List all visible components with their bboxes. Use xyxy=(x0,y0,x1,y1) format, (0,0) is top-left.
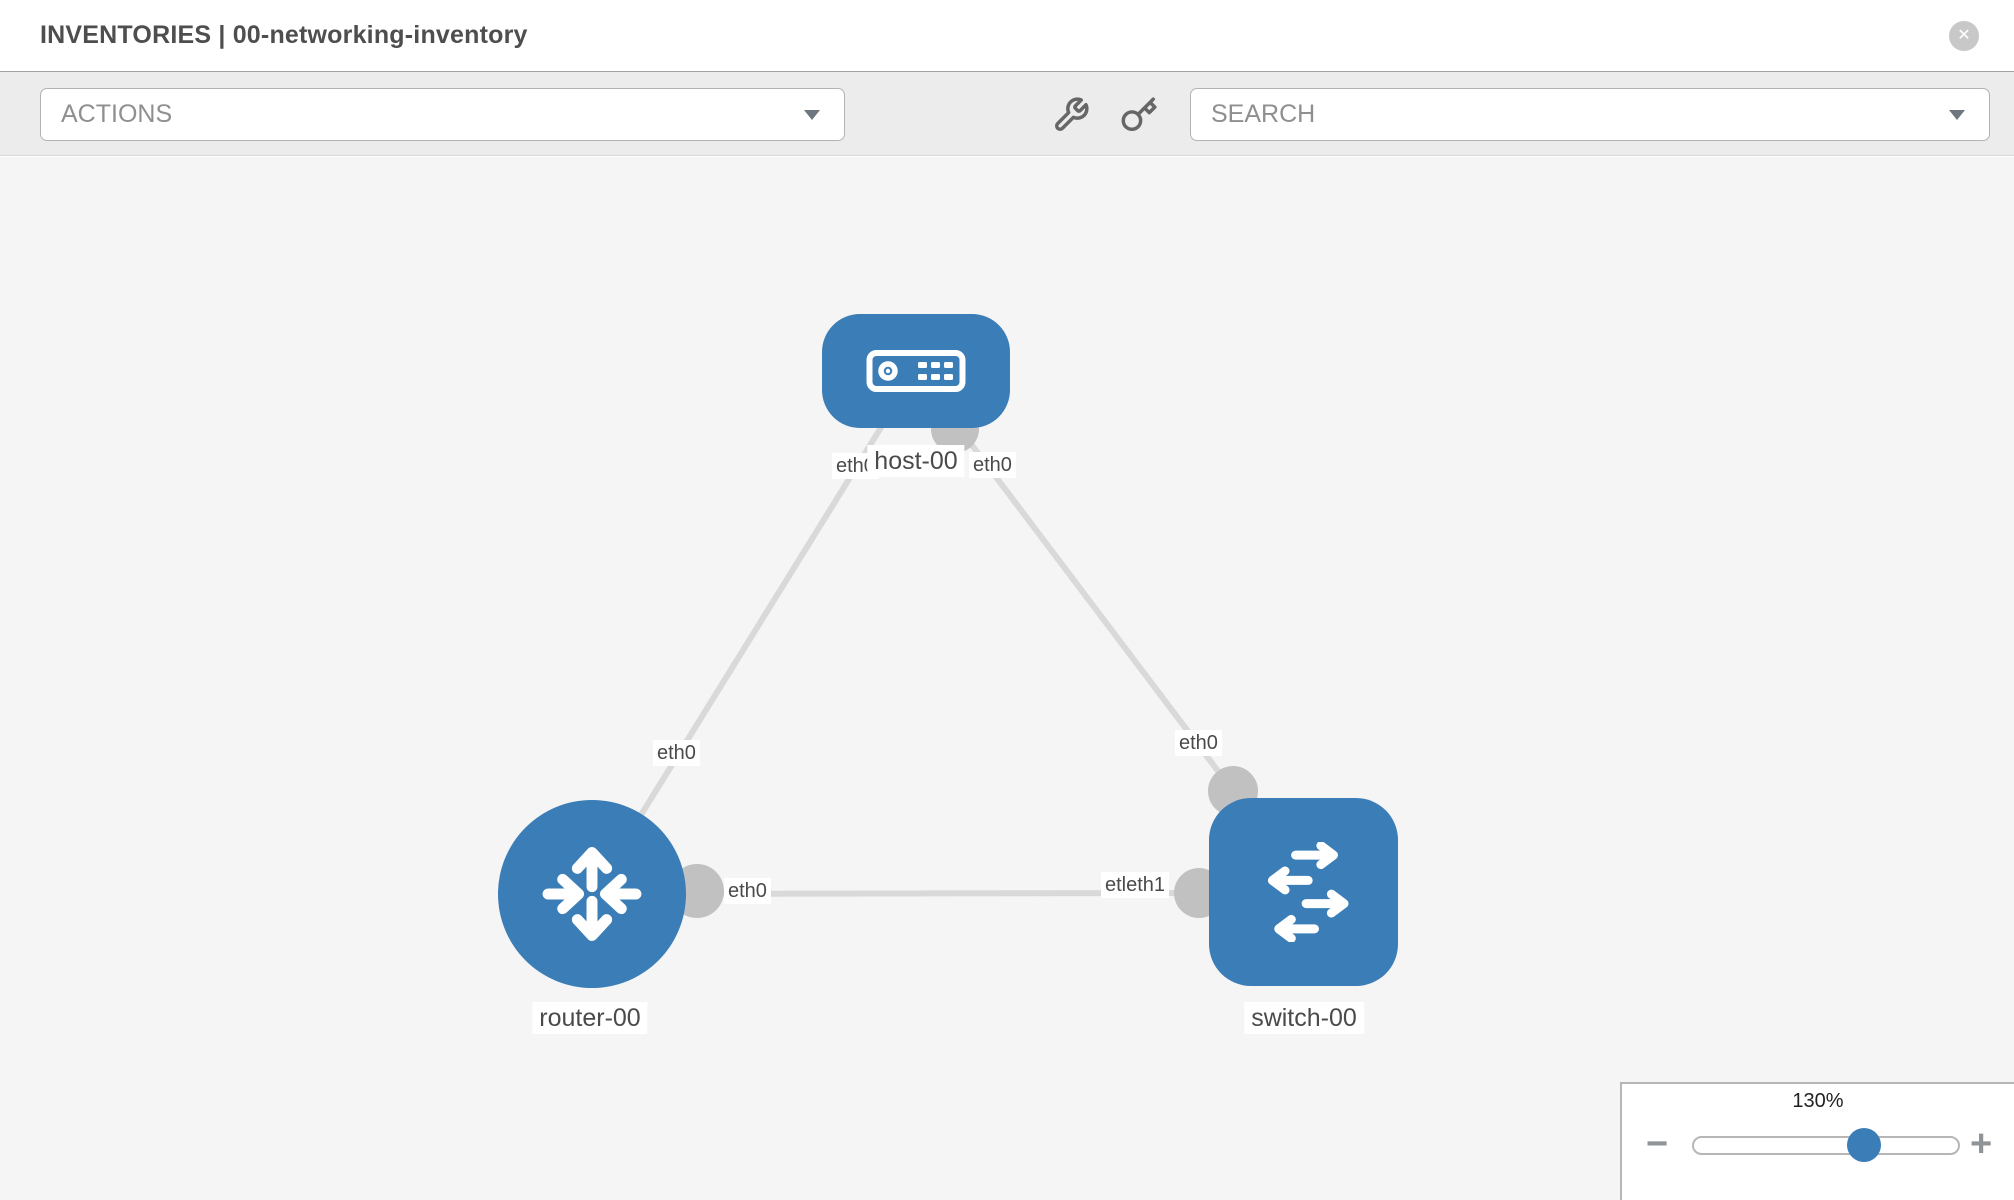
interface-label: eth0 xyxy=(653,740,700,766)
node-host-00[interactable] xyxy=(822,314,1010,428)
actions-dropdown-label: ACTIONS xyxy=(61,100,173,128)
interface-label: eth0 xyxy=(724,878,771,904)
host-icon xyxy=(866,350,966,392)
toolbar: ACTIONS SEARCH xyxy=(0,71,2014,156)
switch-icon xyxy=(1267,842,1349,942)
wrench-icon[interactable] xyxy=(1052,96,1090,134)
search-dropdown[interactable]: SEARCH xyxy=(1190,88,1990,141)
close-icon: ✕ xyxy=(1957,27,1971,44)
zoom-in-button[interactable]: + xyxy=(1970,1123,1993,1165)
router-icon xyxy=(542,847,642,941)
interface-label: eth0 xyxy=(1175,730,1222,756)
actions-dropdown[interactable]: ACTIONS xyxy=(40,88,845,141)
page-title: INVENTORIES | 00-networking-inventory xyxy=(40,21,528,49)
header: INVENTORIES | 00-networking-inventory ✕ xyxy=(0,0,2014,71)
zoom-level-value: 130% xyxy=(1792,1090,1844,1112)
search-dropdown-label: SEARCH xyxy=(1211,100,1316,128)
interface-label: eth0 xyxy=(969,452,1016,478)
key-icon[interactable] xyxy=(1120,96,1158,134)
node-switch-00[interactable] xyxy=(1209,798,1398,986)
chevron-down-icon xyxy=(804,110,820,120)
node-router-00[interactable] xyxy=(498,800,686,988)
topology-links xyxy=(589,369,1236,897)
zoom-slider-track[interactable] xyxy=(1692,1136,1960,1155)
interface-label: etleth1 xyxy=(1101,872,1170,898)
node-label-switch: switch-00 xyxy=(1244,1002,1364,1034)
chevron-down-icon xyxy=(1949,110,1965,120)
zoom-slider-handle[interactable] xyxy=(1847,1128,1881,1162)
node-label-host: host-00 xyxy=(867,445,965,477)
node-label-router: router-00 xyxy=(532,1002,648,1034)
topology-canvas[interactable]: eth0 eth0 eth0 eth0 eth0 etleth1 host-00… xyxy=(0,157,2014,1200)
zoom-control-panel: 130% − + xyxy=(1620,1082,2014,1200)
zoom-out-button[interactable]: − xyxy=(1646,1123,1669,1165)
close-button[interactable]: ✕ xyxy=(1949,21,1979,51)
